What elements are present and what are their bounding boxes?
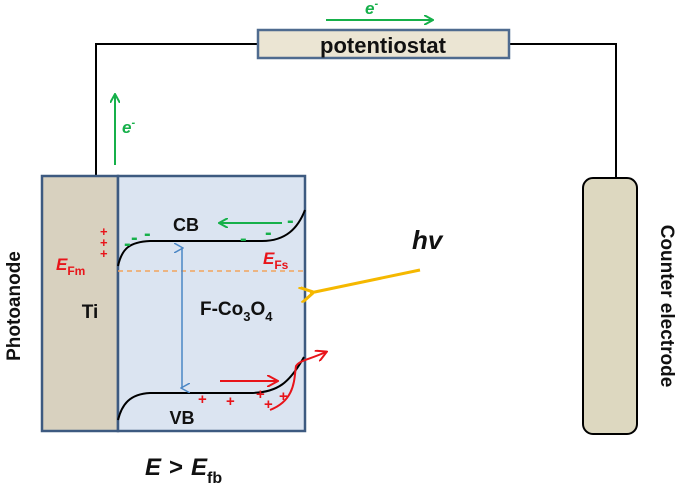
plus-sign: + [198,391,207,408]
potentiostat-box [256,28,511,60]
minus-sign: - [131,227,138,249]
left-electron-label: e- [122,117,135,137]
plus-sign: + [226,393,235,410]
top-electron-label: e- [365,0,378,18]
light-arrow [310,268,421,293]
conduction-band [117,209,306,267]
potentiostat-label: potentiostat [320,33,447,58]
curved-hole-arrow [269,352,326,411]
counter-electrode-label: Counter electrode [656,225,677,388]
cb-label: CB [173,215,199,235]
vb-plus-signs: + + + + + [198,386,288,413]
photoanode-label: Photoanode [4,251,25,361]
condition-label: E>Efb [145,454,222,487]
counter-electrode [582,177,638,435]
valence-band [117,356,305,421]
minus-sign: - [240,228,247,250]
circuit-wire [95,43,617,178]
vb-label: VB [169,408,194,428]
plus-sign: + [100,235,108,250]
plus-sign: + [100,246,108,261]
material-label: F-Co3O4 [200,299,273,324]
ti-layer [40,174,120,433]
plus-sign: + [100,224,108,239]
efs-label: EFs [263,249,289,272]
plus-sign: + [256,386,265,403]
minus-sign: - [287,210,294,232]
minus-sign: - [265,222,272,244]
plus-sign: + [279,388,288,405]
ti-label: Ti [82,302,99,323]
plus-sign: + [264,396,273,413]
cb-minus-signs: - - - - - - [124,210,294,255]
minus-sign: - [124,233,131,255]
interface-plus-signs: + + + [100,224,108,261]
hv-label: hv [412,225,444,255]
efm-label: EFm [56,255,85,278]
minus-sign: - [144,223,151,245]
